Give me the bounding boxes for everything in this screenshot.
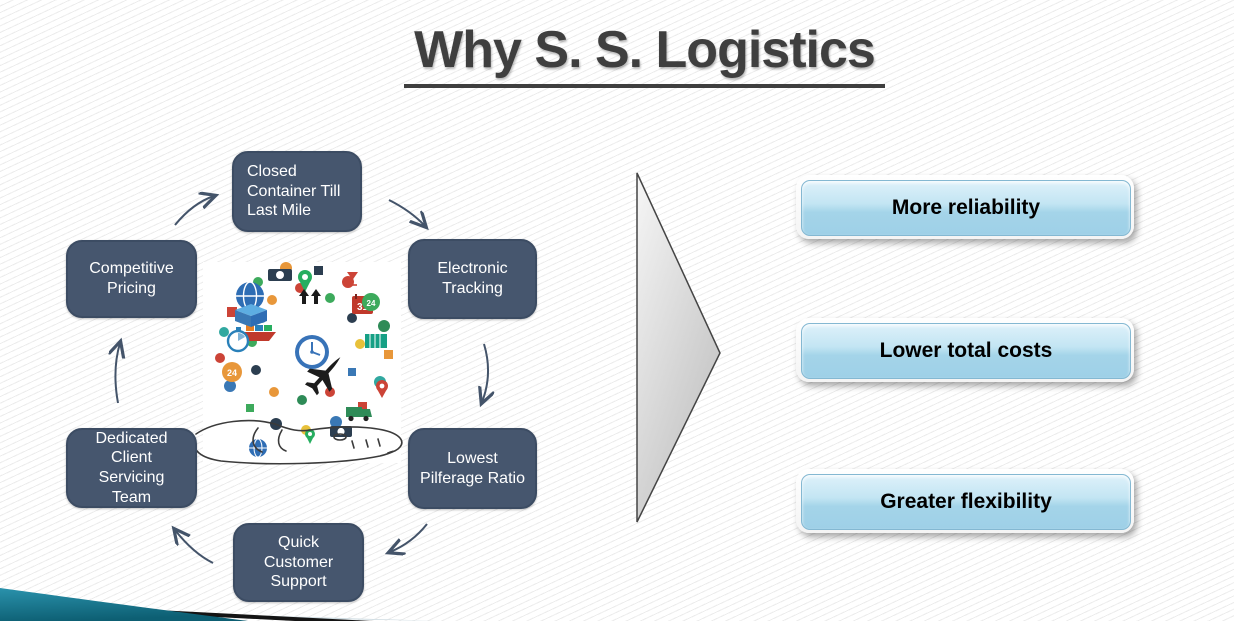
benefit-label: Lower total costs: [879, 339, 1053, 362]
arrow-quick-to-dedicated: [175, 530, 214, 564]
logistics-globe-image: 31 24 24: [215, 262, 393, 458]
arrow-pilferage-to-quick: [390, 523, 428, 552]
24-hours-badge-green-icon: 24: [362, 293, 380, 311]
cargo-ship-icon: [240, 325, 276, 341]
location-pin-icon: [298, 270, 312, 292]
cycle-node-label: Electronic Tracking: [437, 260, 508, 297]
cycle-node-dedicated-team: Dedicated Client Servicing Team: [66, 428, 197, 508]
benefit-button-face: Greater flexibility: [801, 474, 1131, 530]
package-box-icon: [235, 304, 267, 327]
cycle-node-label: Competitive Pricing: [89, 260, 174, 297]
cycle-arrows: [115, 196, 488, 564]
shipping-container-icon: [365, 334, 387, 348]
svg-text:24: 24: [227, 368, 237, 378]
globe-small-icon: [249, 438, 267, 458]
cycle-node-quick-customer-support: Quick Customer Support: [233, 523, 364, 602]
arrow-electronic-to-pilferage: [482, 343, 488, 402]
benefit-button-lower-total-costs[interactable]: Lower total costs: [796, 318, 1134, 382]
fragile-glass-icon: [347, 272, 358, 286]
this-side-up-arrows-icon: [299, 289, 321, 304]
benefit-label: More reliability: [891, 196, 1041, 219]
stopwatch-icon: [226, 327, 250, 353]
cycle-node-label: Lowest Pilferage Ratio: [420, 449, 525, 487]
airplane-icon: [304, 357, 341, 396]
location-pin-small-icon: [305, 429, 315, 444]
benefit-button-face: Lower total costs: [801, 323, 1131, 379]
hand-sketch: [192, 419, 403, 465]
24-hours-badge-icon: 24: [222, 362, 242, 382]
cycle-node-label: Quick Customer Support: [263, 534, 334, 591]
cycle-node-label: Dedicated Client Servicing Team: [95, 429, 168, 506]
benefit-button-greater-flexibility[interactable]: Greater flexibility: [796, 469, 1134, 533]
money-icon: [268, 269, 292, 281]
benefit-button-face: More reliability: [801, 180, 1131, 236]
location-pin-red-icon: [376, 380, 388, 398]
cycle-node-lowest-pilferage: Lowest Pilferage Ratio: [408, 428, 537, 509]
benefit-label: Greater flexibility: [880, 490, 1052, 513]
footer-decoration: [0, 588, 440, 621]
footer-teal-wedge: [0, 588, 248, 621]
arrow-closed-to-electronic: [388, 199, 425, 226]
svg-text:31: 31: [357, 302, 369, 313]
arrow-dedicated-to-competitive: [115, 343, 120, 404]
cycle-node-electronic-tracking: Electronic Tracking: [408, 239, 537, 319]
transition-triangle-shape: [636, 172, 721, 523]
cycle-node-competitive-pricing: Competitive Pricing: [66, 240, 197, 318]
title-area: Why S. S. Logistics: [0, 20, 1234, 88]
arrow-competitive-to-closed: [174, 196, 214, 226]
benefit-button-more-reliability[interactable]: More reliability: [796, 175, 1134, 239]
delivery-truck-icon: [346, 407, 372, 422]
cycle-node-closed-container: Closed Container Till Last Mile: [232, 151, 362, 232]
page-title: Why S. S. Logistics: [404, 20, 885, 88]
clock-icon: [295, 335, 329, 369]
cycle-node-label: Closed Container Till Last Mile: [247, 163, 341, 220]
svg-text:24: 24: [367, 299, 376, 308]
